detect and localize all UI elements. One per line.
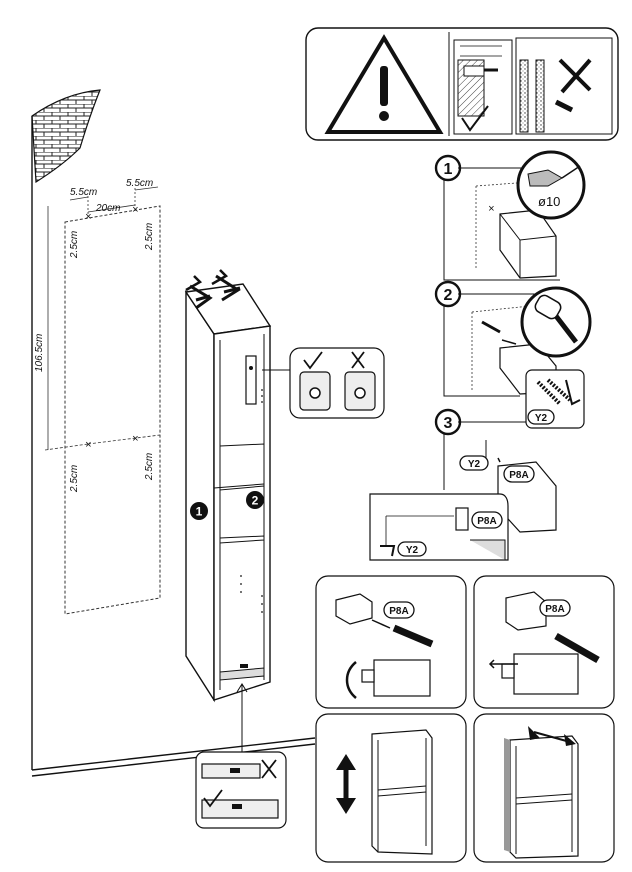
check-icon — [203, 789, 223, 808]
drill-mark-bottom-left: × — [85, 439, 91, 451]
hollow-wall-icon — [535, 59, 545, 133]
cross-icon — [558, 58, 592, 94]
cabinet-side-panel — [185, 289, 215, 703]
dim-top-right: 5.5cm — [126, 178, 153, 189]
screwdriver-icon — [392, 624, 434, 648]
drill-mark: × — [488, 203, 494, 215]
step-two: 2 Y2 — [434, 280, 592, 429]
step-three-number: 3 — [444, 415, 453, 432]
result-panel-vertical — [315, 713, 467, 863]
drill-size-label: ø10 — [538, 194, 560, 209]
result-panel-horizontal — [473, 713, 615, 863]
step-one: 1 × ø10 — [434, 150, 586, 281]
step-three: 3 Y2 P8A P8A Y2 — [369, 408, 557, 561]
y2-label-step3: Y2 — [468, 459, 481, 470]
step-two-number: 2 — [444, 287, 453, 304]
dim-height: 106.5cm — [34, 334, 45, 372]
dim-drop-left: 2.5cm — [69, 231, 80, 259]
dim-between: 20cm — [95, 203, 120, 214]
small-cabinet — [371, 729, 433, 855]
cabinet-front-opening — [213, 325, 271, 701]
screwdriver-icon — [554, 632, 600, 664]
dim-drop-right: 2.5cm — [144, 223, 155, 251]
drill-mark-top-right: × — [132, 204, 138, 216]
wall-plug-icon — [481, 320, 501, 334]
horizontal-arrow-icon — [488, 659, 518, 669]
check-icon — [303, 351, 323, 370]
dim-bottom-right: 2.5cm — [144, 453, 155, 481]
dim-top-left: 5.5cm — [70, 187, 97, 198]
step-one-number: 1 — [444, 161, 453, 178]
dim-bottom-left: 2.5cm — [69, 465, 80, 493]
cabinet-shelf — [219, 535, 265, 544]
brick-wall-icon — [31, 89, 101, 184]
panel-one-marker — [190, 502, 208, 520]
drilling-template-outline — [64, 205, 161, 615]
wall-template-section: × × × × 5.5cm 5.5cm 20cm 2.5cm 2.5cm 106… — [31, 89, 316, 777]
y2-label-zoom: Y2 — [406, 545, 419, 556]
rotate-arrow-icon — [345, 661, 357, 699]
bracket-orientation-callout — [262, 347, 385, 419]
drill-detail-circle — [516, 150, 586, 220]
horizontal-arrow-icon — [533, 731, 571, 743]
cross-icon — [261, 759, 277, 779]
adjust-panel-vertical: P8A — [315, 575, 467, 709]
floor-line — [31, 737, 316, 777]
drill-icon — [527, 169, 564, 187]
y2-label: Y2 — [535, 413, 548, 424]
adjust-panel-horizontal: P8A — [473, 575, 615, 709]
panel-two-label: 2 — [252, 494, 259, 508]
p8a-label-adjust1: P8A — [389, 606, 408, 617]
lift-arrow-icon — [215, 274, 241, 302]
p8a-label-zoom: P8A — [477, 516, 496, 527]
hammer-icon — [534, 294, 562, 320]
panel-one-label: 1 — [196, 505, 203, 519]
hanging-bracket — [245, 355, 257, 405]
bottom-rail-callout — [195, 683, 287, 829]
panel-two-marker — [246, 491, 264, 509]
lift-arrow-icon — [189, 284, 213, 310]
drill-mark-top-left: × — [85, 211, 91, 223]
drill-mark-bottom-right: × — [132, 433, 138, 445]
check-icon — [461, 105, 489, 132]
hammer-detail-circle — [520, 286, 592, 358]
p8a-label-step3: P8A — [509, 470, 528, 481]
warning-panel — [305, 27, 619, 141]
small-cabinet — [509, 735, 579, 859]
tall-cabinet: 1 2 — [184, 269, 272, 703]
cross-icon — [351, 351, 365, 369]
p8a-label-adjust2: P8A — [545, 604, 564, 615]
